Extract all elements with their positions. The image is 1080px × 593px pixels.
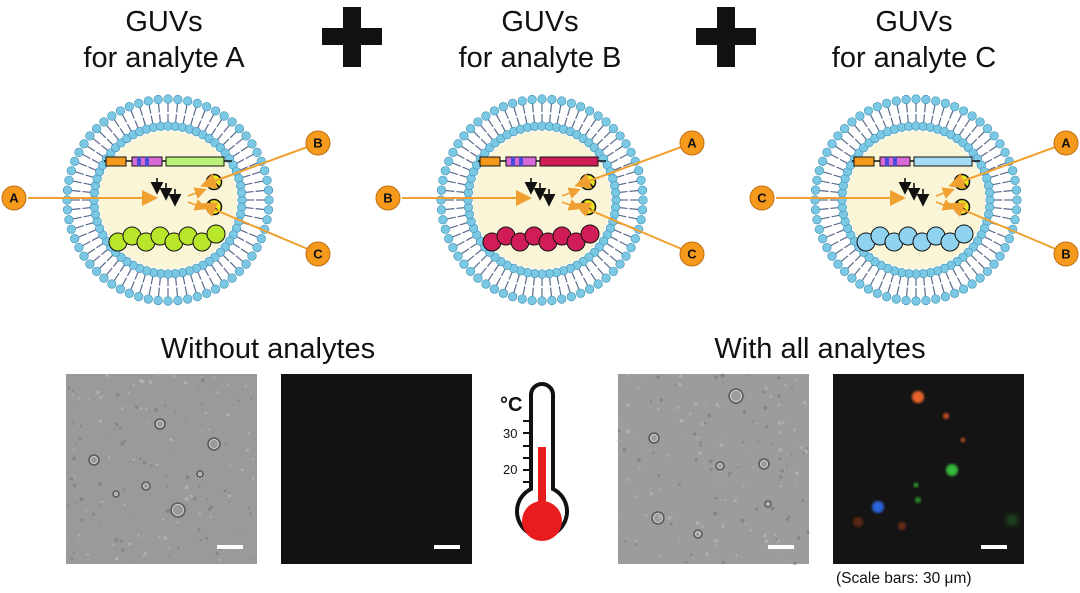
expression-arrows (524, 178, 556, 207)
gene-construct (852, 156, 980, 167)
analyte-marker-bottom: C (305, 241, 331, 267)
protein-polymer (856, 224, 974, 252)
analyte-marker-input: B (375, 185, 401, 211)
analyte-marker-input-label: B (383, 191, 392, 206)
panel-title-a-line1: GUVs (125, 6, 203, 38)
section-without-analytes: Without analytes (160, 333, 376, 365)
vesicle-b: B A C (375, 94, 705, 306)
section-with-analytes: With all analytes (714, 333, 926, 365)
analyte-marker-input-label: A (9, 191, 19, 206)
vesicle-c: C A B (749, 94, 1079, 306)
analyte-marker-input: A (1, 185, 27, 211)
thermometer-tick-30: 30 (503, 426, 517, 441)
protein-polymer (108, 224, 226, 252)
analyte-marker-bottom-label: C (313, 247, 323, 262)
thermometer-icon: °C 30 20 (500, 382, 569, 541)
analyte-marker-bottom: B (1053, 241, 1079, 267)
gene-construct (104, 156, 232, 167)
gene-construct (478, 156, 606, 167)
plus-icon-2 (696, 7, 756, 67)
analyte-marker-top: B (305, 130, 331, 156)
analyte-marker-bottom-label: C (687, 247, 697, 262)
vesicle-a: A B C (1, 94, 331, 306)
analyte-marker-bottom-label: B (1061, 247, 1070, 262)
panel-title-c: GUVs for analyte C (784, 4, 1044, 76)
membrane (62, 94, 274, 306)
panel-title-c-line2: for analyte C (831, 42, 997, 74)
analyte-marker-input: C (749, 185, 775, 211)
panel-title-b-line2: for analyte B (458, 42, 622, 74)
thermometer-unit: °C (500, 394, 522, 416)
micrograph-with-brightfield (616, 373, 810, 565)
thermometer-tick-20: 20 (503, 462, 517, 477)
panel-title-c-line1: GUVs (875, 6, 953, 38)
analyte-marker-top-label: A (687, 136, 697, 151)
plus-icon-1 (322, 7, 382, 67)
analyte-marker-bottom: C (679, 241, 705, 267)
expression-arrows (150, 178, 182, 207)
membrane (436, 94, 648, 306)
analyte-marker-input-label: C (757, 191, 767, 206)
protein-polymer (482, 224, 600, 252)
micrograph-without-fluorescence (281, 374, 472, 564)
analyte-marker-top: A (679, 130, 705, 156)
analyte-marker-top: A (1053, 130, 1079, 156)
panel-title-a-line2: for analyte A (83, 42, 245, 74)
panel-title-a: GUVs for analyte A (34, 4, 294, 76)
analyte-marker-top-label: B (313, 136, 322, 151)
micrograph-without-brightfield (66, 373, 257, 564)
expression-arrows (898, 178, 930, 207)
panel-title-b: GUVs for analyte B (410, 4, 670, 76)
scale-bar-caption: (Scale bars: 30 μm) (836, 570, 972, 587)
micrograph-with-fluorescence (833, 374, 1024, 564)
panel-title-b-line1: GUVs (501, 6, 579, 38)
analyte-marker-top-label: A (1061, 136, 1071, 151)
